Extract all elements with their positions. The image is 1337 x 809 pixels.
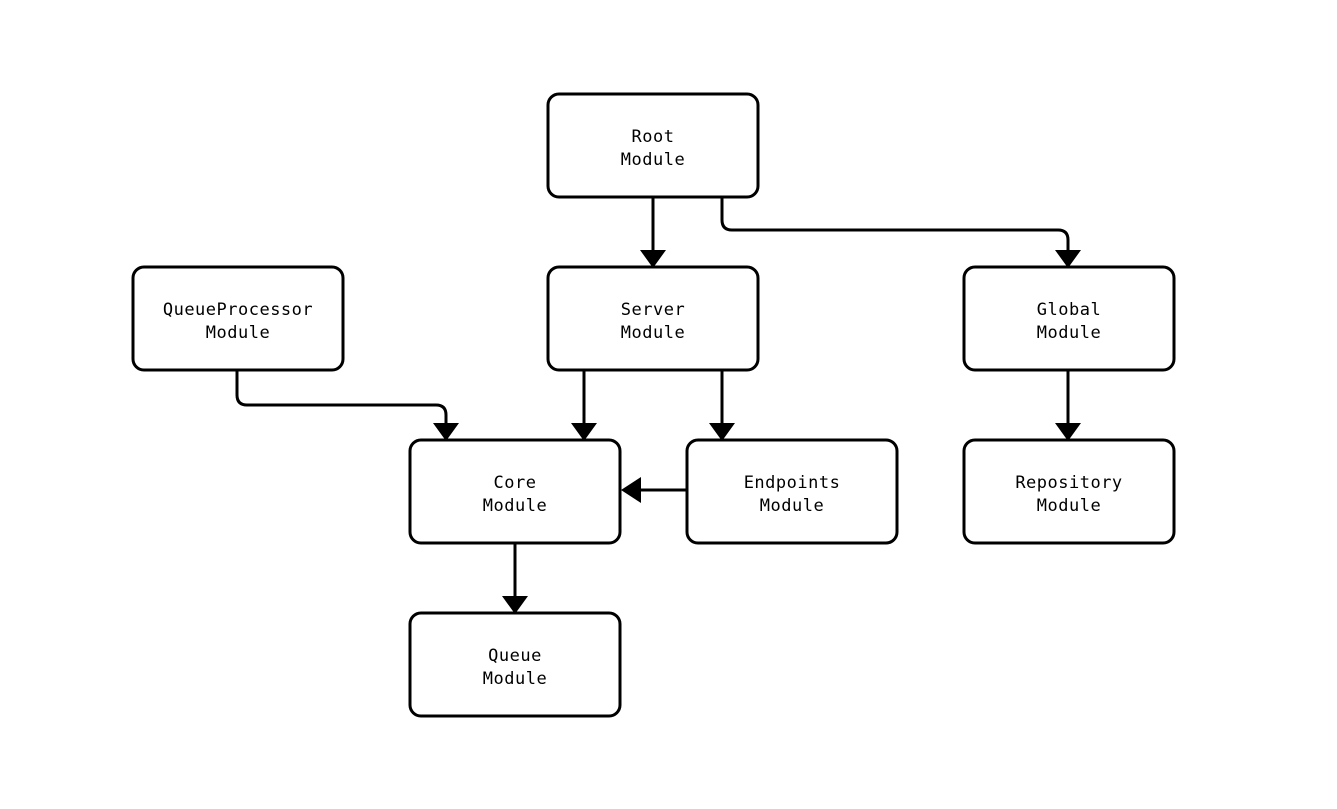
edge-queueprocessor-to-core-arrowhead	[433, 423, 459, 441]
node-queue-label-line1: Queue	[488, 646, 542, 666]
node-queue-box[interactable]	[408, 611, 622, 718]
edge-endpoints-to-core	[621, 477, 687, 503]
edge-endpoints-to-core-arrowhead	[621, 477, 641, 503]
node-global-label-line1: Global	[1037, 300, 1101, 320]
node-queueprocessor-box[interactable]	[131, 265, 345, 372]
node-repository[interactable]: Repository Module	[962, 438, 1176, 545]
node-root-label-line1: Root	[632, 127, 675, 147]
edge-root-to-server	[640, 197, 666, 268]
node-endpoints-box[interactable]	[685, 438, 899, 545]
edge-queueprocessor-to-core	[235, 370, 459, 441]
node-server-label-line2: Module	[621, 323, 685, 343]
node-endpoints-label-line1: Endpoints	[744, 473, 841, 493]
node-endpoints-label-line2: Module	[760, 496, 824, 516]
edge-server-to-core-arrowhead	[571, 423, 597, 441]
edge-server-to-core	[571, 370, 597, 441]
node-repository-box[interactable]	[962, 438, 1176, 545]
edge-server-to-endpoints	[709, 370, 735, 441]
node-core[interactable]: Core Module	[408, 438, 622, 545]
edge-core-to-queue-arrowhead	[502, 596, 528, 614]
edge-root-to-global	[720, 197, 1081, 268]
node-root[interactable]: Root Module	[546, 92, 760, 199]
edge-server-to-endpoints-arrowhead	[709, 423, 735, 441]
edge-root-to-global-arrowhead	[1055, 250, 1081, 268]
node-server-box[interactable]	[546, 265, 760, 372]
nodes-layer: Root Module QueueProcessor Module Server…	[131, 92, 1176, 718]
edge-root-to-global-line	[720, 197, 1070, 252]
edge-core-to-queue	[502, 543, 528, 614]
node-core-label-line2: Module	[483, 496, 547, 516]
edges-layer	[235, 197, 1081, 614]
node-core-label-line1: Core	[494, 473, 537, 493]
node-repository-label-line1: Repository	[1015, 473, 1122, 493]
node-queueprocessor[interactable]: QueueProcessor Module	[131, 265, 345, 372]
edge-global-to-repository	[1055, 370, 1081, 441]
node-global-label-line2: Module	[1037, 323, 1101, 343]
node-queue-label-line2: Module	[483, 669, 547, 689]
node-endpoints[interactable]: Endpoints Module	[685, 438, 899, 545]
node-queue[interactable]: Queue Module	[408, 611, 622, 718]
node-queueprocessor-label-line2: Module	[206, 323, 270, 343]
node-queueprocessor-label-line1: QueueProcessor	[163, 300, 313, 320]
node-core-box[interactable]	[408, 438, 622, 545]
node-server-label-line1: Server	[621, 300, 685, 320]
edge-root-to-server-arrowhead	[640, 250, 666, 268]
edge-queueprocessor-to-core-line	[235, 370, 448, 425]
node-root-label-line2: Module	[621, 150, 685, 170]
node-server[interactable]: Server Module	[546, 265, 760, 372]
node-global[interactable]: Global Module	[962, 265, 1176, 372]
node-root-box[interactable]	[546, 92, 760, 199]
edge-global-to-repository-arrowhead	[1055, 423, 1081, 441]
node-global-box[interactable]	[962, 265, 1176, 372]
node-repository-label-line2: Module	[1037, 496, 1101, 516]
